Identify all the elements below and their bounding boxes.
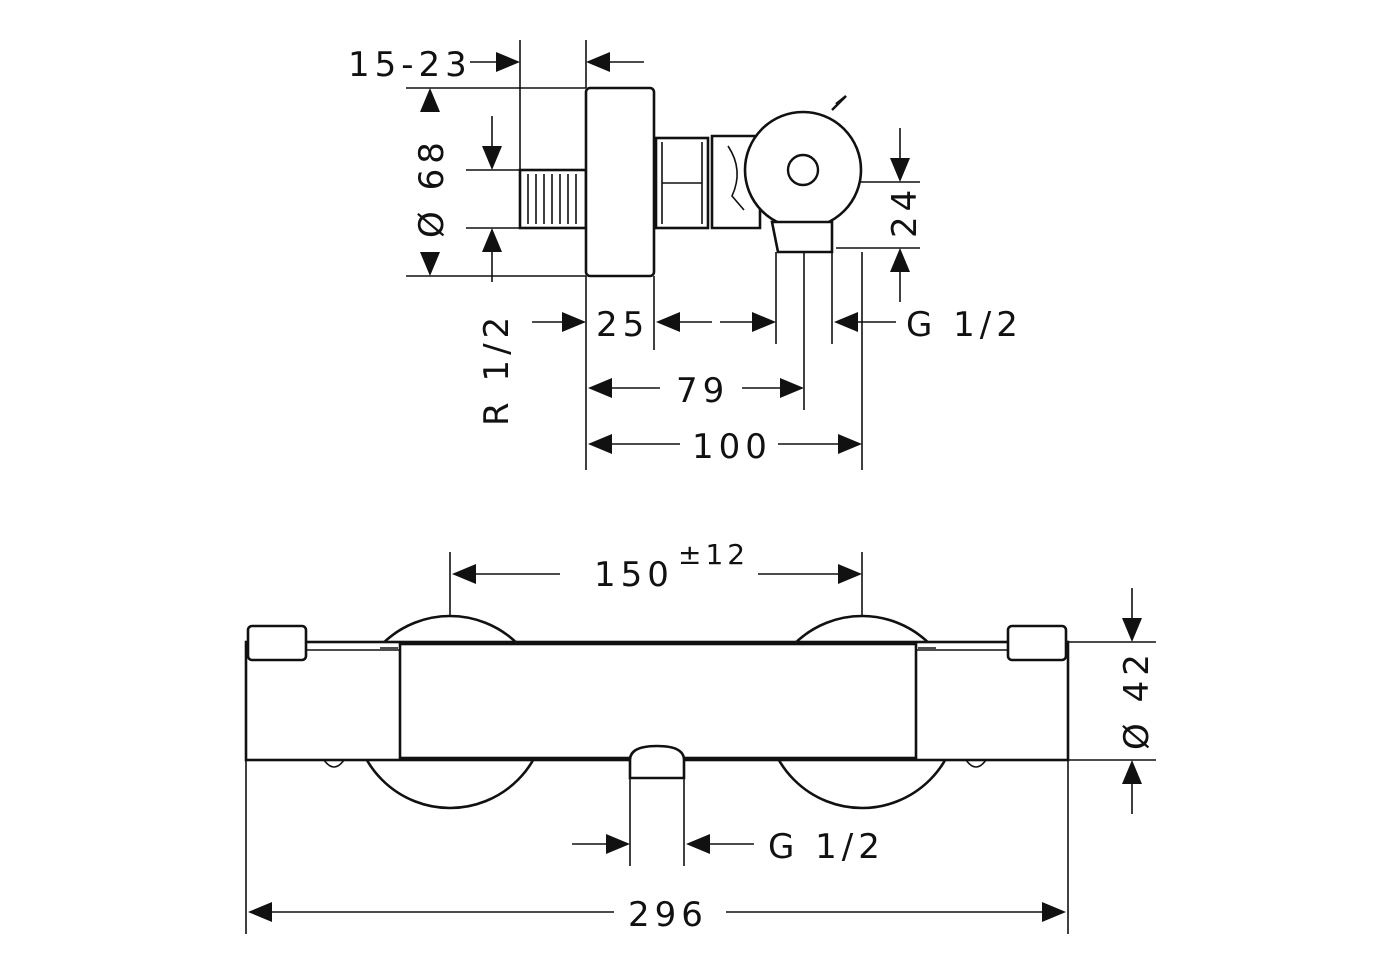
label-15-23: 15-23 bbox=[348, 45, 472, 85]
dim-150: 150 ±12 bbox=[449, 538, 863, 616]
dim-r-half: R 1/2 bbox=[466, 116, 520, 426]
center-cover bbox=[398, 642, 918, 760]
label-24: 24 bbox=[885, 185, 925, 238]
label-g-half-front: G 1/2 bbox=[768, 827, 885, 867]
outlet-spout bbox=[628, 744, 686, 780]
label-diameter-42: Ø 42 bbox=[1117, 649, 1157, 750]
dim-100: 100 bbox=[588, 252, 863, 470]
label-diameter-68: Ø 68 bbox=[412, 137, 452, 238]
dim-g-half-side: G 1/2 bbox=[720, 252, 1023, 345]
front-view: 150 ±12 Ø 42 G 1/2 bbox=[244, 538, 1157, 935]
dim-diameter-42: Ø 42 bbox=[1068, 588, 1157, 814]
label-25: 25 bbox=[596, 305, 649, 345]
dim-296: 296 bbox=[245, 760, 1069, 935]
side-view: 15-23 Ø 68 R 1/2 25 bbox=[348, 40, 1023, 470]
wall-connector bbox=[518, 168, 588, 230]
dim-79: 79 bbox=[588, 252, 805, 411]
dim-g-half-front: G 1/2 bbox=[572, 778, 885, 867]
right-handle-cap bbox=[1006, 624, 1068, 662]
valve-body bbox=[710, 95, 863, 254]
dim-25: 25 bbox=[532, 276, 712, 470]
label-g-half-side: G 1/2 bbox=[906, 305, 1023, 345]
label-r-half: R 1/2 bbox=[477, 312, 517, 426]
left-handle-cap bbox=[246, 624, 308, 662]
label-100: 100 bbox=[692, 427, 772, 467]
label-150: 150 bbox=[594, 555, 674, 595]
dim-24: 24 bbox=[836, 128, 925, 302]
dim-diameter-68: Ø 68 bbox=[406, 87, 586, 277]
dim-15-23: 15-23 bbox=[348, 40, 644, 170]
label-150-tolerance: ±12 bbox=[678, 538, 749, 571]
label-79: 79 bbox=[676, 371, 729, 411]
escutcheon-plate bbox=[584, 86, 656, 278]
hex-nut bbox=[654, 136, 710, 230]
label-296: 296 bbox=[628, 895, 708, 935]
